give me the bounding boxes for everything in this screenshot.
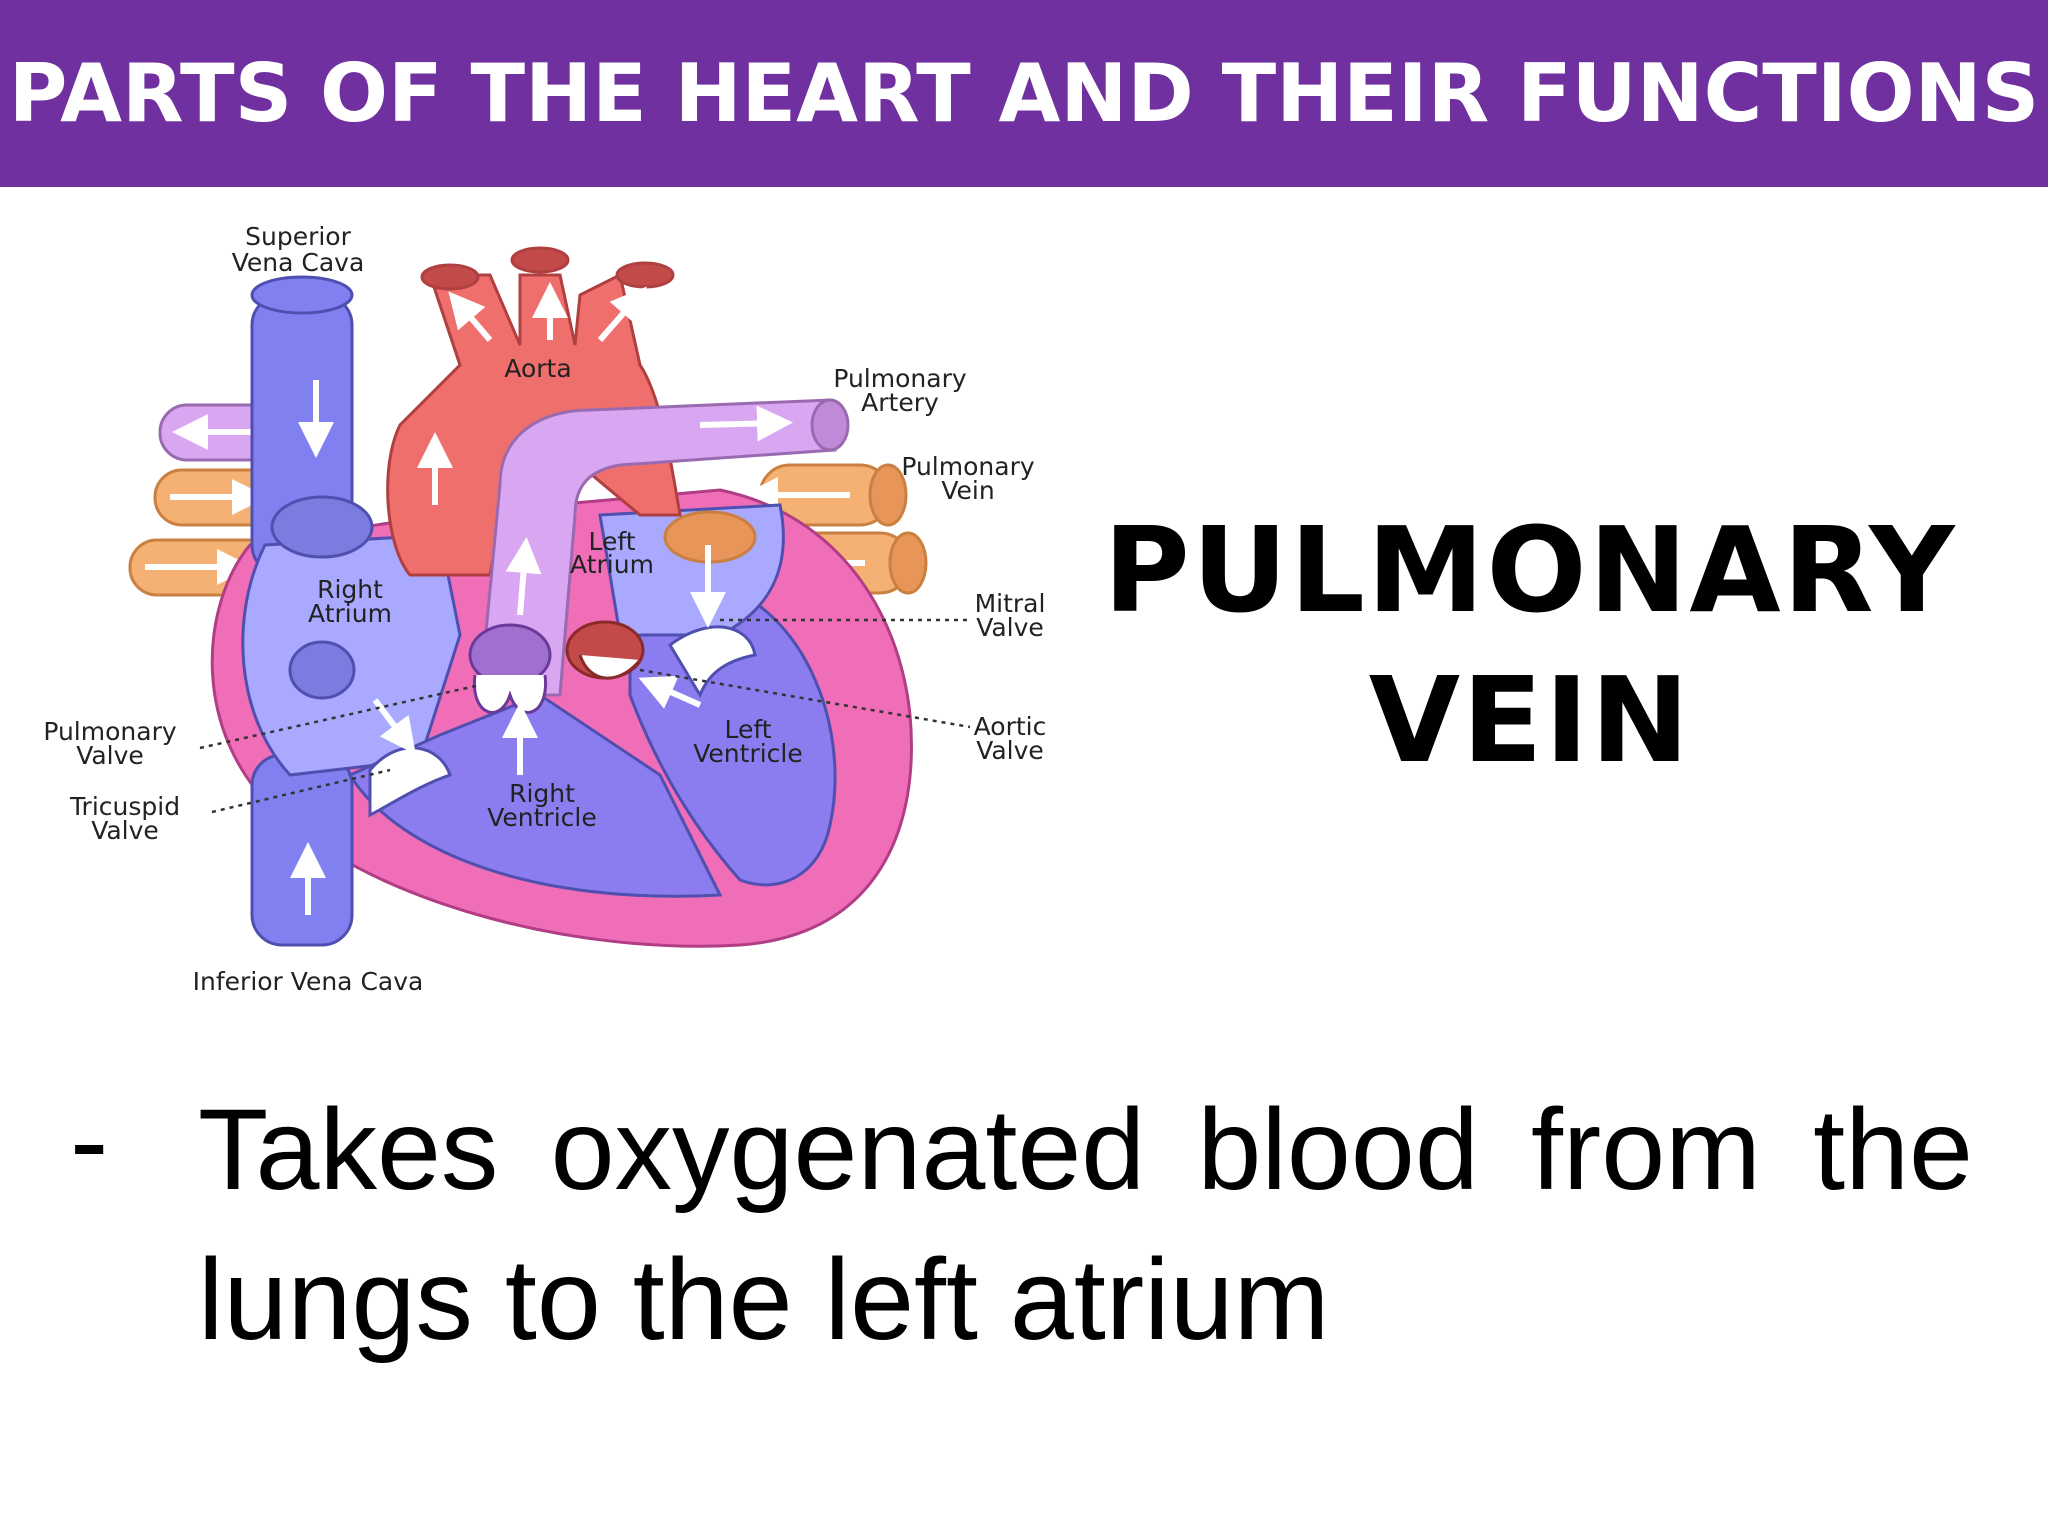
svg-text:Valve: Valve [976,736,1044,765]
svg-text:Ventricle: Ventricle [693,739,803,768]
slide-header: PARTS OF THE HEART AND THEIR FUNCTIONS [0,0,2048,187]
svg-text:Ventricle: Ventricle [487,803,597,832]
right-ventricle-chamber [347,693,723,898]
label-left-ventricle: Left [724,715,771,744]
label-right-ventricle: Right [509,779,575,808]
svg-text:Atrium: Atrium [570,550,654,579]
svg-text:Artery: Artery [861,388,939,417]
label-inferior-vena-cava: Inferior Vena Cava [193,967,424,996]
right-atrium-opening [270,495,374,559]
svg-text:Atrium: Atrium [308,599,392,628]
heart-diagram: Superior Vena Cava Aorta Pulmonary Arter… [20,215,1070,1015]
svg-text:Vein: Vein [941,476,994,505]
right-atrium-lower-opening [288,640,356,700]
svg-text:Valve: Valve [91,816,159,845]
svg-text:Valve: Valve [976,613,1044,642]
diagram-labels: Superior Vena Cava Aorta Pulmonary Arter… [43,222,1046,996]
label-pulmonary-artery: Pulmonary [833,364,967,393]
svg-text:Vena Cava: Vena Cava [232,248,365,277]
label-aortic-valve: Aortic [974,712,1047,741]
label-aorta: Aorta [504,354,571,383]
leader-lines [199,618,971,814]
slide-title: PARTS OF THE HEART AND THEIR FUNCTIONS [8,47,2040,140]
part-title-line1: PULMONARY [1103,501,1957,639]
label-left-atrium: Left [588,527,635,556]
function-description: Takes oxygenated blood from the lungs to… [198,1086,1973,1364]
label-pulmonary-valve: Pulmonary [43,717,177,746]
svg-text:Valve: Valve [76,741,144,770]
label-right-atrium: Right [317,575,383,604]
label-tricuspid-valve: Tricuspid [69,792,180,821]
label-pulmonary-vein: Pulmonary [901,452,1035,481]
part-title-line2: VEIN [1368,651,1692,789]
pulmonary-artery-vessel [478,398,850,697]
label-superior-vena-cava: Superior [245,222,351,251]
label-mitral-valve: Mitral [975,589,1046,618]
part-title: PULMONARY VEIN [1100,495,1960,795]
heart-diagram-svg: Superior Vena Cava Aorta Pulmonary Arter… [43,222,1046,996]
bullet-marker: - [70,1077,109,1205]
heart-valves [368,545,757,818]
